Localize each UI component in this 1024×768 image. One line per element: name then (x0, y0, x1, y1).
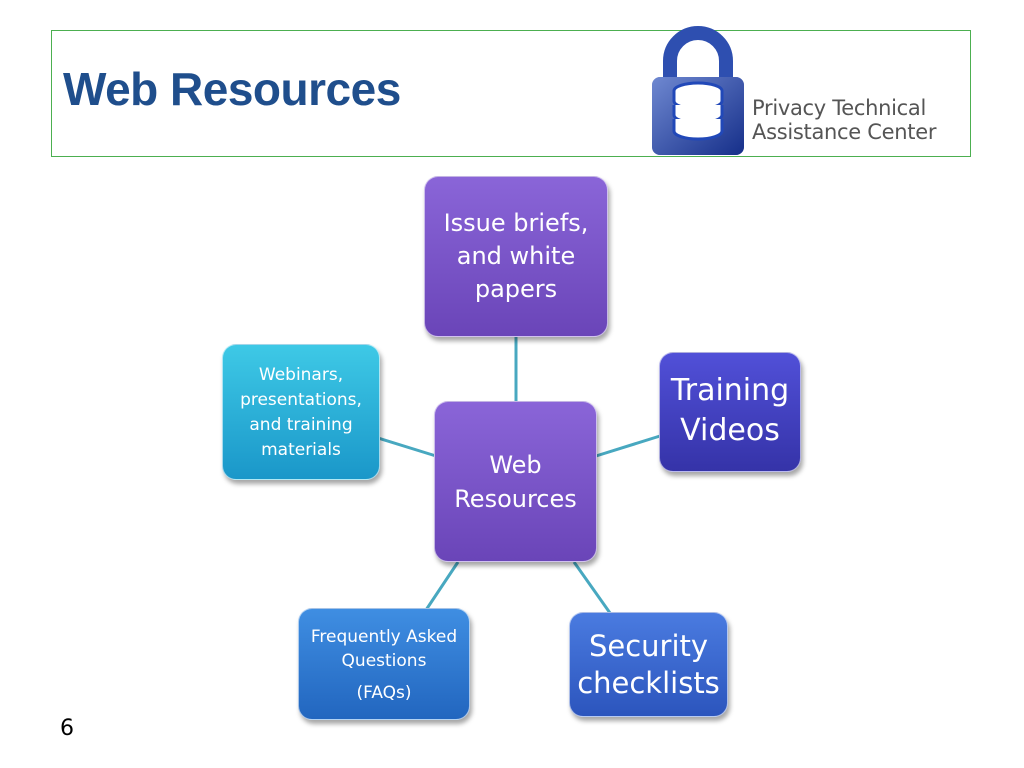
node-issue-briefs: Issue briefs, and white papers (424, 176, 608, 337)
node-faqs-line-2: Questions (341, 651, 427, 671)
node-center-web-resources: Web Resources (434, 401, 597, 562)
node-training-videos: Training Videos (659, 352, 801, 472)
center-label-line-1: Web (489, 450, 542, 479)
connector-bottom-left (424, 561, 460, 611)
connector-bottom-right (572, 561, 612, 614)
node-issue-briefs-line-3: papers (474, 275, 558, 303)
logo-line-2: Assistance Center (752, 120, 937, 144)
node-issue-briefs-line-1: Issue briefs, (443, 209, 589, 237)
connector-left (377, 436, 437, 458)
center-label-line-2: Resources (454, 484, 577, 513)
node-webinars-line-4: materials (261, 440, 341, 460)
logo-text: Privacy Technical Assistance Center (752, 96, 936, 144)
node-issue-briefs-line-2: and white (456, 242, 576, 270)
node-webinars-line-1: Webinars, (258, 365, 344, 385)
node-faqs-extra: (FAQs) (356, 683, 412, 703)
connector-right (595, 434, 661, 458)
lock-database-icon (652, 26, 744, 155)
node-faqs: Frequently Asked Questions (FAQs) (298, 608, 470, 720)
node-webinars-line-3: and training (249, 415, 353, 435)
header-box (51, 30, 971, 157)
node-faqs-line-1: Frequently Asked (310, 627, 458, 647)
node-security-checklists: Security checklists (569, 612, 728, 717)
node-training-videos-line-1: Training (670, 373, 790, 408)
node-security-line-1: Security (588, 628, 709, 663)
node-webinars-line-2: presentations, (240, 390, 362, 410)
slide-number: 6 (60, 716, 74, 741)
node-training-videos-line-2: Videos (680, 413, 780, 448)
node-webinars: Webinars, presentations, and training ma… (222, 344, 380, 480)
logo-line-1: Privacy Technical (752, 96, 927, 120)
node-security-line-2: checklists (577, 665, 720, 700)
page-title: Web Resources (63, 63, 401, 115)
